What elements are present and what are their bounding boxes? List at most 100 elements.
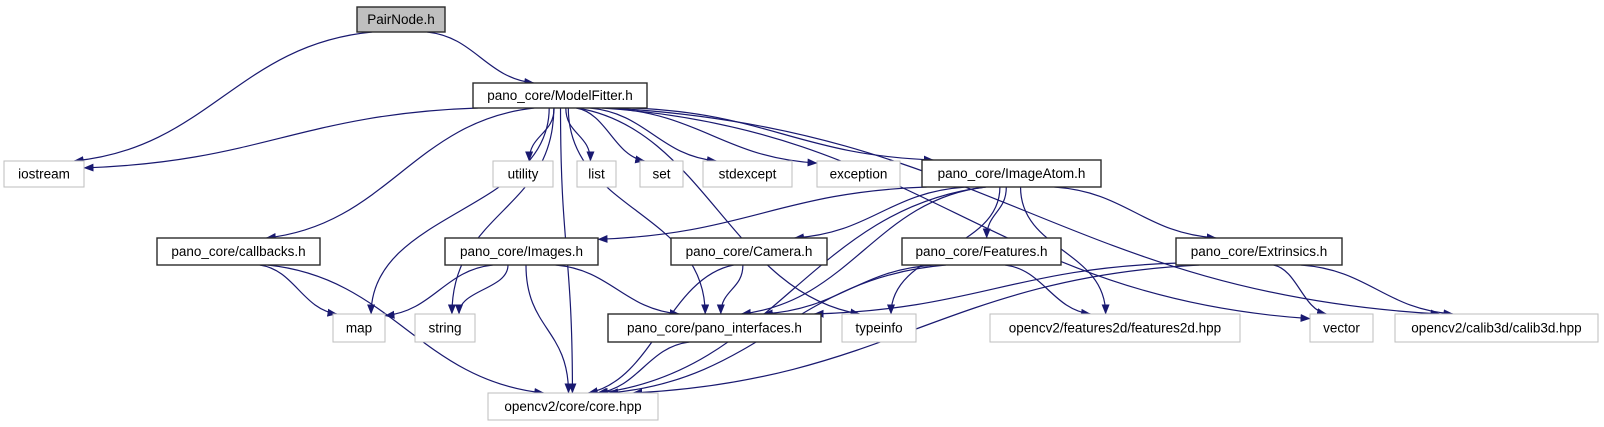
- node-label-exception: exception: [830, 167, 888, 182]
- node-label-utility: utility: [508, 167, 539, 182]
- include-edge-extrinsics-to-pano_interfaces: [813, 262, 1177, 318]
- node-box-exception: [816, 160, 901, 188]
- node-label-pairnode: PairNode.h: [367, 12, 435, 27]
- include-edge-modelfitter-to-string: [447, 107, 555, 315]
- graph-node-stdexcept: stdexcept: [702, 160, 793, 188]
- include-edge-imageatom-to-camera: [793, 186, 967, 242]
- node-box-features[interactable]: [901, 237, 1062, 266]
- node-box-set: [639, 160, 684, 188]
- include-edge-images-to-pano_interfaces: [555, 264, 680, 318]
- graph-node-list: list: [576, 160, 617, 188]
- node-label-modelfitter: pano_core/ModelFitter.h: [487, 88, 633, 103]
- node-box-modelfitter[interactable]: [472, 82, 648, 109]
- include-edge-extrinsics-to-calib3d: [1300, 264, 1454, 318]
- include-edge-modelfitter-to-typeinfo: [577, 107, 861, 317]
- include-edge-callbacks-to-core: [267, 264, 545, 396]
- node-box-extrinsics[interactable]: [1175, 237, 1343, 266]
- graph-node-utility: utility: [492, 160, 554, 188]
- node-label-stdexcept: stdexcept: [719, 167, 777, 182]
- node-label-pano_interfaces: pano_core/pano_interfaces.h: [627, 321, 802, 336]
- include-edge-images-to-string: [455, 264, 509, 315]
- graph-node-camera[interactable]: pano_core/Camera.h: [670, 237, 828, 266]
- node-label-images: pano_core/Images.h: [460, 244, 583, 259]
- node-label-camera: pano_core/Camera.h: [686, 244, 813, 259]
- node-label-features: pano_core/Features.h: [915, 244, 1047, 259]
- node-label-features2d: opencv2/features2d/features2d.hpp: [1009, 321, 1221, 336]
- include-edge-modelfitter-to-set: [576, 107, 646, 164]
- node-box-stdexcept: [702, 160, 793, 188]
- node-label-map: map: [346, 321, 372, 336]
- include-edge-images-to-map: [384, 264, 493, 319]
- node-label-extrinsics: pano_core/Extrinsics.h: [1191, 244, 1328, 259]
- node-label-vector: vector: [1323, 321, 1360, 336]
- node-box-core: [487, 392, 659, 421]
- graph-node-features2d: opencv2/features2d/features2d.hpp: [989, 313, 1241, 343]
- graph-node-pairnode: PairNode.h: [356, 6, 446, 33]
- node-box-calib3d: [1394, 313, 1599, 343]
- node-label-callbacks: pano_core/callbacks.h: [171, 244, 305, 259]
- include-edge-modelfitter-to-callbacks: [265, 107, 535, 241]
- graph-node-vector: vector: [1309, 313, 1374, 343]
- node-label-string: string: [428, 321, 461, 336]
- graph-node-string: string: [414, 313, 476, 343]
- include-edge-extrinsics-to-vector: [1273, 264, 1327, 316]
- graph-node-typeinfo: typeinfo: [841, 313, 917, 343]
- node-label-core: opencv2/core/core.hpp: [504, 399, 641, 414]
- graph-node-set: set: [639, 160, 684, 188]
- include-edge-modelfitter-to-utility: [525, 107, 555, 162]
- graph-node-calib3d: opencv2/calib3d/calib3d.hpp: [1394, 313, 1599, 343]
- node-box-images[interactable]: [444, 237, 599, 266]
- include-edge-imageatom-to-extrinsics: [1054, 186, 1217, 242]
- node-label-imageatom: pano_core/ImageAtom.h: [938, 166, 1086, 181]
- node-box-string: [414, 313, 476, 343]
- include-edge-imageatom-to-features2d: [1019, 186, 1110, 315]
- node-label-typeinfo: typeinfo: [855, 321, 902, 336]
- include-edge-imageatom-to-pano_interfaces: [740, 186, 986, 317]
- include-edge-images-to-core: [525, 264, 573, 394]
- node-box-camera[interactable]: [670, 237, 828, 266]
- graph-node-extrinsics[interactable]: pano_core/Extrinsics.h: [1175, 237, 1343, 266]
- node-label-list: list: [588, 167, 605, 182]
- node-box-features2d: [989, 313, 1241, 343]
- include-edge-pairnode-to-modelfitter: [427, 31, 535, 86]
- graph-node-images[interactable]: pano_core/Images.h: [444, 237, 599, 266]
- include-edge-modelfitter-to-pano_interfaces: [567, 107, 710, 315]
- include-edge-modelfitter-to-imageatom: [632, 107, 934, 164]
- nodes-layer: PairNode.h pano_core/ModelFitter.hiostrea…: [3, 6, 1599, 421]
- graph-node-map: map: [332, 313, 386, 343]
- include-edge-imageatom-to-core: [597, 186, 987, 396]
- graph-node-core: opencv2/core/core.hpp: [487, 392, 659, 421]
- node-box-callbacks[interactable]: [156, 237, 321, 266]
- include-edge-pairnode-to-iostream: [73, 31, 373, 165]
- node-box-pano_interfaces[interactable]: [607, 313, 822, 343]
- node-label-set: set: [652, 167, 670, 182]
- graph-node-exception: exception: [816, 160, 901, 188]
- node-box-vector: [1309, 313, 1374, 343]
- graph-node-features[interactable]: pano_core/Features.h: [901, 237, 1062, 266]
- node-label-calib3d: opencv2/calib3d/calib3d.hpp: [1411, 321, 1581, 336]
- node-box-utility: [492, 160, 554, 188]
- include-edge-modelfitter-to-map: [367, 107, 550, 315]
- node-box-imageatom[interactable]: [921, 159, 1102, 188]
- include-edge-modelfitter-to-stdexcept: [589, 107, 717, 165]
- include-edge-callbacks-to-map: [259, 264, 338, 317]
- include-edge-imageatom-to-features: [982, 186, 1007, 239]
- node-box-iostream: [3, 160, 85, 188]
- include-edge-pano_interfaces-to-core: [596, 341, 690, 396]
- graph-node-callbacks[interactable]: pano_core/callbacks.h: [156, 237, 321, 266]
- include-edge-camera-to-pano_interfaces: [716, 264, 744, 315]
- include-edge-modelfitter-to-list: [565, 107, 595, 162]
- graph-node-modelfitter[interactable]: pano_core/ModelFitter.h: [472, 82, 648, 109]
- node-box-typeinfo: [841, 313, 917, 343]
- node-label-iostream: iostream: [18, 167, 70, 182]
- node-box-pairnode: [356, 6, 446, 33]
- include-edge-features-to-features2d: [1004, 264, 1092, 317]
- include-edge-imageatom-to-images: [597, 186, 927, 243]
- node-box-list: [576, 160, 617, 188]
- graph-node-pano_interfaces[interactable]: pano_core/pano_interfaces.h: [607, 313, 822, 343]
- graph-node-iostream: iostream: [3, 160, 85, 188]
- graph-node-imageatom[interactable]: pano_core/ImageAtom.h: [921, 159, 1102, 188]
- node-box-map: [332, 313, 386, 343]
